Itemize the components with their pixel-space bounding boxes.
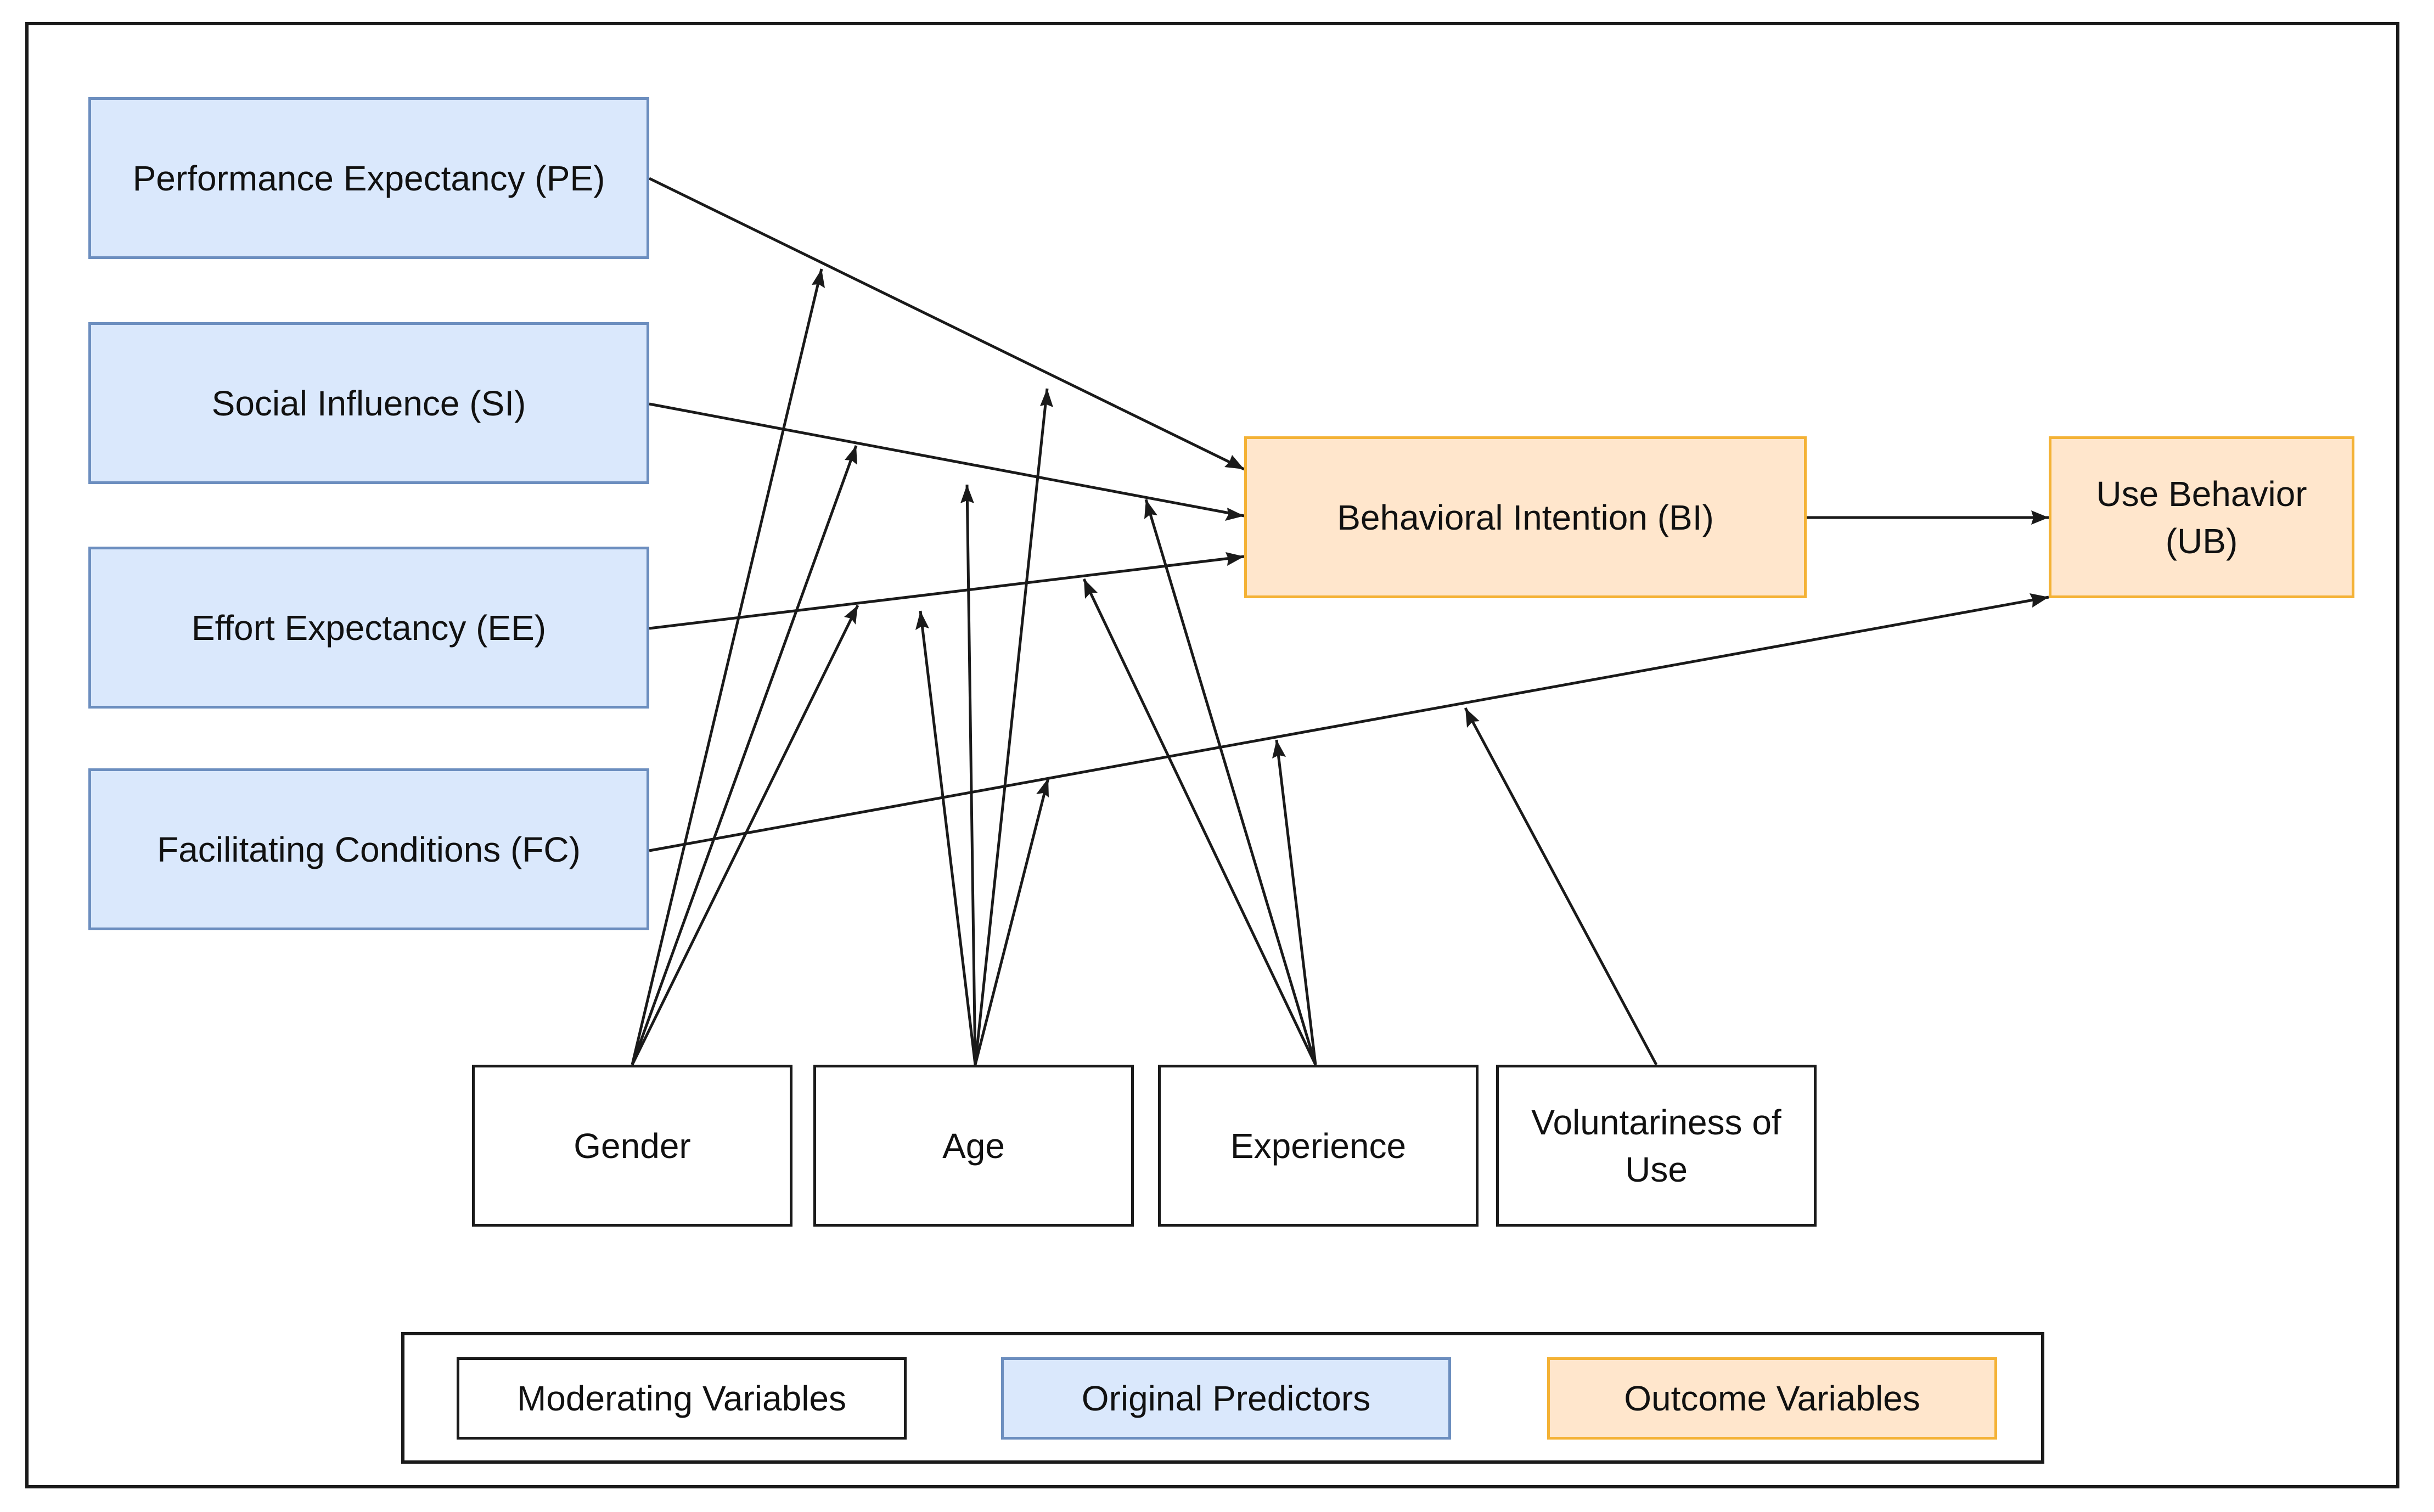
node-social-influence-label: Social Influence (SI) — [211, 383, 526, 423]
node-age: Age — [813, 1065, 1134, 1227]
node-behavioral-intention-label: Behavioral Intention (BI) — [1337, 497, 1714, 537]
node-use-behavior: Use Behavior (UB) — [2049, 436, 2354, 598]
arrowhead-bi-ub — [2031, 510, 2049, 525]
node-social-influence: Social Influence (SI) — [88, 322, 649, 484]
arrowhead-exp-ee — [1084, 579, 1098, 599]
edge-exp-fc — [1275, 739, 1317, 1065]
node-voluntariness-of-use: Voluntariness of Use — [1496, 1065, 1817, 1227]
arrowhead-gender-ee — [844, 605, 858, 625]
edge-age-si — [965, 484, 977, 1065]
node-use-behavior-label: Use Behavior (UB) — [2096, 474, 2307, 561]
edge-gender-si — [631, 445, 858, 1065]
edge-ee-to-bi — [649, 555, 1245, 630]
node-facilitating-conditions-label: Facilitating Conditions (FC) — [157, 829, 581, 869]
arrowhead-gender-pe — [812, 269, 825, 288]
edge-age-fc — [974, 778, 1050, 1065]
arrowhead-age-ee — [915, 611, 929, 630]
arrowhead-vol-fc — [1465, 708, 1480, 728]
edge-age-pe-si — [974, 388, 1049, 1065]
node-performance-expectancy: Performance Expectancy (PE) — [88, 97, 649, 259]
node-effort-expectancy-label: Effort Expectancy (EE) — [191, 608, 547, 648]
node-voluntariness-of-use-label: Voluntariness of Use — [1531, 1102, 1781, 1189]
diagram-frame — [25, 22, 2399, 1488]
arrowhead-si-bi — [1225, 508, 1244, 521]
edge-gender-pe — [631, 268, 823, 1065]
legend-item-moderating-variables: Moderating Variables — [457, 1357, 907, 1440]
arrowhead-gender-si — [845, 446, 857, 465]
legend: Moderating Variables Original Predictors… — [401, 1332, 2044, 1464]
edge-age-ee — [919, 610, 977, 1065]
node-gender: Gender — [472, 1065, 792, 1227]
legend-moderating-label: Moderating Variables — [516, 1379, 847, 1418]
node-experience: Experience — [1158, 1065, 1479, 1227]
edge-pe-to-bi — [648, 177, 1245, 471]
arrowhead-fc-ub — [2030, 593, 2049, 608]
legend-item-original-predictors: Original Predictors — [1001, 1357, 1451, 1440]
node-experience-label: Experience — [1230, 1126, 1407, 1166]
edge-fc-to-ub — [649, 595, 2049, 852]
node-facilitating-conditions: Facilitating Conditions (FC) — [88, 768, 649, 930]
edge-exp-ee — [1082, 578, 1317, 1066]
node-gender-label: Gender — [574, 1126, 691, 1166]
arrowhead-age-pesi — [1040, 389, 1053, 407]
edge-vol-fc — [1464, 707, 1658, 1066]
node-effort-expectancy: Effort Expectancy (EE) — [88, 547, 649, 709]
node-behavioral-intention: Behavioral Intention (BI) — [1244, 436, 1807, 598]
edge-exp-si — [1144, 499, 1317, 1065]
arrowhead-age-si — [960, 485, 974, 503]
legend-outcomes-label: Outcome Variables — [1624, 1379, 1920, 1418]
arrowhead-exp-si — [1144, 499, 1157, 519]
arrowhead-ee-bi — [1226, 552, 1244, 566]
arrowhead-age-fc — [1036, 778, 1049, 797]
arrowhead-pe-bi — [1224, 455, 1244, 469]
edge-gender-ee — [631, 604, 859, 1066]
legend-item-outcome-variables: Outcome Variables — [1547, 1357, 1997, 1440]
arrowhead-exp-fc — [1272, 740, 1286, 758]
node-performance-expectancy-label: Performance Expectancy (PE) — [132, 158, 605, 198]
edge-si-to-bi — [649, 402, 1245, 518]
node-age-label: Age — [942, 1126, 1005, 1166]
legend-predictors-label: Original Predictors — [1081, 1379, 1371, 1418]
